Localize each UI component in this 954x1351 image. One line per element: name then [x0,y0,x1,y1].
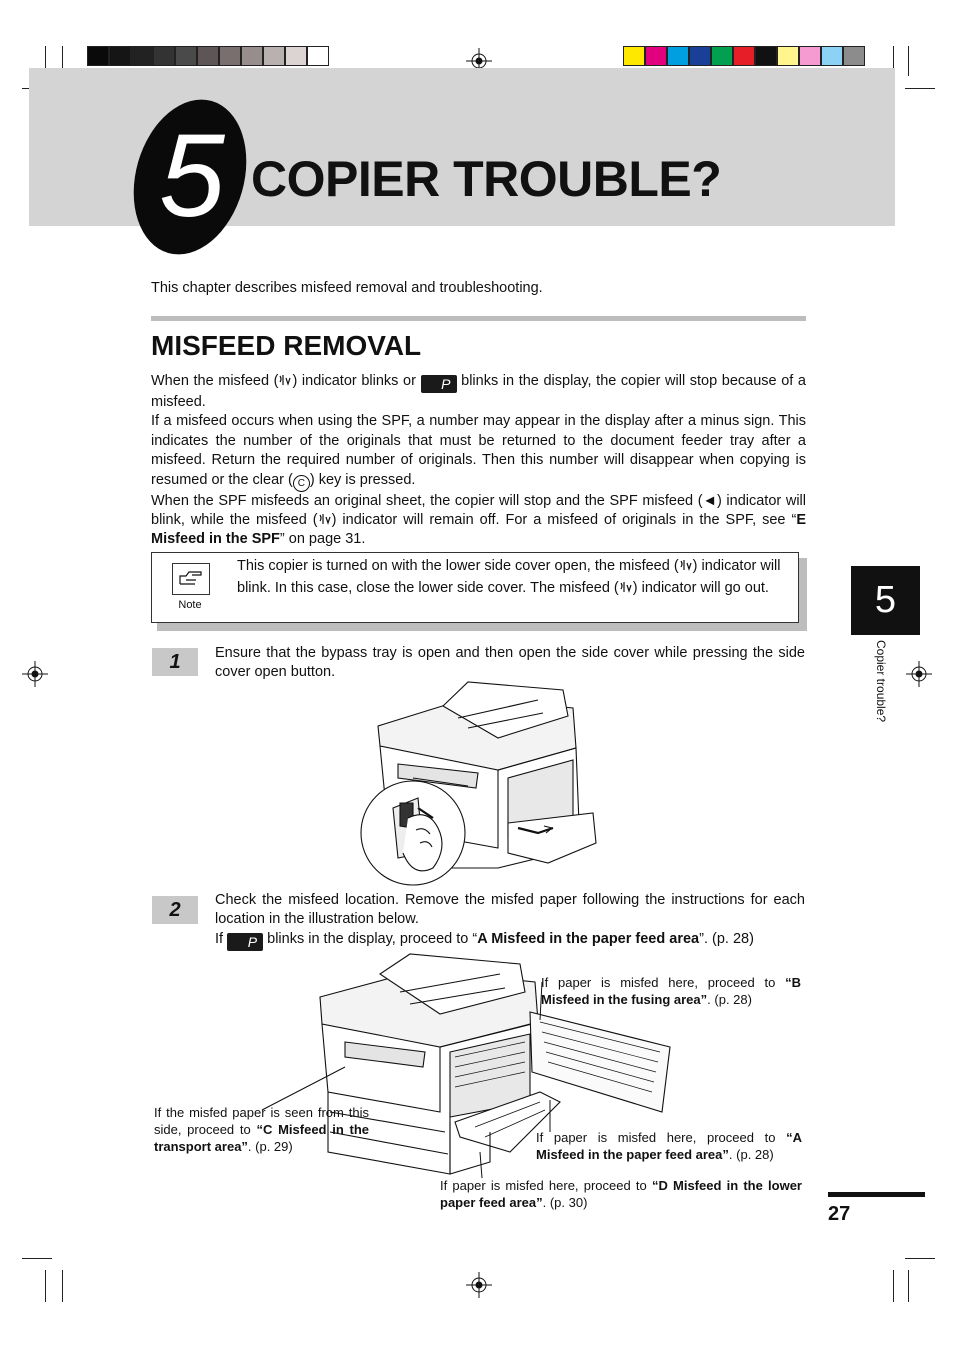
text-run: ) indicator blinks or [292,373,416,389]
misfeed-locations-illustration [261,953,671,1179]
page-number: 27 [828,1203,851,1225]
color-swatch [87,46,109,66]
callout-c-transport-area: If the misfed paper is seen from this si… [154,1104,369,1155]
pointing-hand-icon [172,563,210,595]
misfeed-icon [279,375,292,386]
text-run: ”. (p. 28) [699,930,754,947]
text-run: ) indicator will blink. In this case, cl… [237,558,781,596]
color-swatch [645,46,667,66]
color-swatch [241,46,263,66]
text-run: If a misfeed occurs when using the SPF, … [151,413,806,488]
color-swatch-strip [623,46,865,66]
text-run: . (p. 29) [247,1139,293,1154]
text-run: ) indicator will go out. [632,580,769,596]
color-swatch [131,46,153,66]
step-2-if-line: If P blinks in the display, proceed to “… [215,930,805,951]
color-swatch [197,46,219,66]
step-1-text: Ensure that the bypass tray is open and … [215,645,805,681]
text-run: . (p. 30) [542,1195,588,1210]
text-run: . (p. 28) [707,992,752,1007]
step-2-instruction: Check the misfeed location. Remove the m… [215,892,805,928]
section-divider [151,316,806,321]
text-run: blinks in the display, proceed to “ [267,930,478,947]
note-text: This copier is turned on with the lower … [237,555,787,599]
color-swatch [711,46,733,66]
color-swatch [285,46,307,66]
text-run: If paper is misfed here, proceed to [541,975,786,990]
color-swatch [307,46,329,66]
text-run: If paper is misfed here, proceed to [440,1178,652,1193]
color-swatch [109,46,131,66]
color-swatch [755,46,777,66]
display-p-indicator: P [227,932,264,951]
chapter-tab: 5 [851,566,920,635]
color-swatch [777,46,799,66]
color-swatch [821,46,843,66]
chapter-intro: This chapter describes misfeed removal a… [151,280,543,296]
color-swatch [175,46,197,66]
color-swatch [623,46,645,66]
note-label: Note [178,599,202,611]
color-swatch [153,46,175,66]
chapter-tab-label: Copier trouble? [874,640,888,723]
chapter-title: COPIER TROUBLE? [251,151,722,207]
link-paper-feed-area: “A Misfeed in the paper feed area” [536,1130,802,1162]
color-swatch [843,46,865,66]
chapter-number: 5 [159,110,225,242]
color-swatch [733,46,755,66]
step-2-text: Check the misfeed location. Remove the m… [215,891,805,951]
display-p-indicator: P [420,375,457,393]
registration-mark-left [22,661,48,687]
color-swatch [799,46,821,66]
paragraph-2: If a misfeed occurs when using the SPF, … [151,412,806,492]
page-number-rule [828,1192,925,1197]
grayscale-swatch-strip [87,46,329,66]
text-run: This copier is turned on with the lower … [237,558,679,574]
text-run: If paper is misfed here, proceed to [536,1130,787,1145]
callout-b-fusing-area: If paper is misfed here, proceed to “B M… [541,974,801,1008]
link-lower-paper-feed-area: “D Misfeed in the lower paper feed area” [440,1178,802,1210]
color-swatch [667,46,689,66]
side-cover-open-illustration [360,681,597,886]
link-spf-misfeed: E Misfeed in the SPF [151,512,806,548]
text-run: ) key is pressed. [309,471,416,488]
paragraph-1: When the misfeed () indicator blinks or … [151,372,806,412]
text-run: If the misfed paper is seen from this si… [154,1105,369,1137]
note-box: Note This copier is turned on with the l… [151,552,799,623]
misfeed-icon [319,514,331,525]
misfeed-icon [620,582,632,593]
misfeed-icon [680,560,692,571]
text-run: blinks in the display, the copier will s… [151,373,806,410]
color-swatch [219,46,241,66]
link-fusing-area: “B Misfeed in the fusing area” [541,975,801,1007]
clear-key-icon: C [292,474,310,492]
text-run: . (p. 28) [728,1147,774,1162]
registration-mark-bottom [466,1272,492,1298]
color-swatch [263,46,285,66]
text-run: ” on page 31. [279,531,366,548]
misfeed-description: When the misfeed () indicator blinks or … [151,372,806,550]
step-1-badge: 1 [152,648,198,676]
registration-mark-right [906,661,932,687]
text-run: When the misfeed ( [151,373,279,389]
callout-d-lower-paper-feed-area: If paper is misfed here, proceed to “D M… [440,1177,802,1211]
text-run: ) indicator will remain off. For a misfe… [331,512,797,529]
link-transport-area: “C Misfeed in the transport area” [154,1122,369,1154]
text-run: If [215,930,224,947]
step-2-badge: 2 [152,896,198,924]
paragraph-3: When the SPF misfeeds an original sheet,… [151,492,806,550]
callout-a-paper-feed-area: If paper is misfed here, proceed to “A M… [536,1129,802,1163]
section-title: MISFEED REMOVAL [151,330,422,361]
color-swatch [689,46,711,66]
text-run: When the SPF misfeeds an original sheet,… [151,492,806,529]
link-paper-feed-area: A Misfeed in the paper feed area [477,930,700,947]
